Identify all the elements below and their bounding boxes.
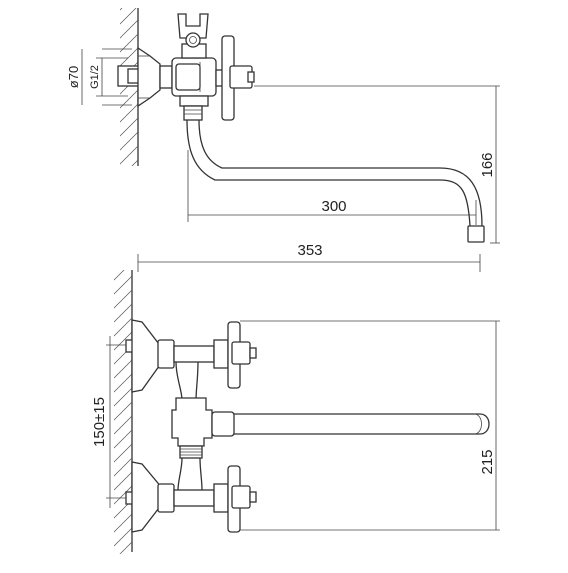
bottom-lower-inlet	[125, 461, 257, 533]
top-spout	[186, 119, 485, 243]
top-shower-holder	[177, 13, 209, 59]
bottom-dimensions	[106, 320, 500, 531]
top-dimensions	[81, 48, 500, 244]
bottom-view: 353	[91, 242, 500, 554]
dim-spout-reach: 300	[321, 198, 346, 215]
dim-inlet-thread: G1/2	[89, 65, 101, 89]
dim-center-distance: 150±15	[91, 397, 108, 447]
top-view: ø70 G1/2 166 300	[66, 8, 500, 244]
bottom-mixer-column	[171, 361, 235, 491]
bottom-diverter-thread	[179, 445, 203, 459]
dim-overall-length: 353	[297, 242, 322, 259]
dim-overall-height: 215	[479, 449, 496, 474]
top-diverter	[179, 95, 209, 121]
dim-flange-diameter: ø70	[66, 66, 81, 88]
bottom-upper-cross-handle	[227, 321, 257, 389]
top-cross-handle	[221, 35, 255, 121]
bottom-upper-inlet	[125, 319, 257, 393]
bottom-spout	[234, 413, 490, 435]
bottom-length-dimension	[137, 254, 481, 272]
dim-spout-height: 166	[479, 152, 496, 177]
top-inlet	[117, 46, 161, 108]
top-mixer-body	[159, 13, 255, 121]
bottom-lower-cross-handle	[227, 465, 257, 533]
